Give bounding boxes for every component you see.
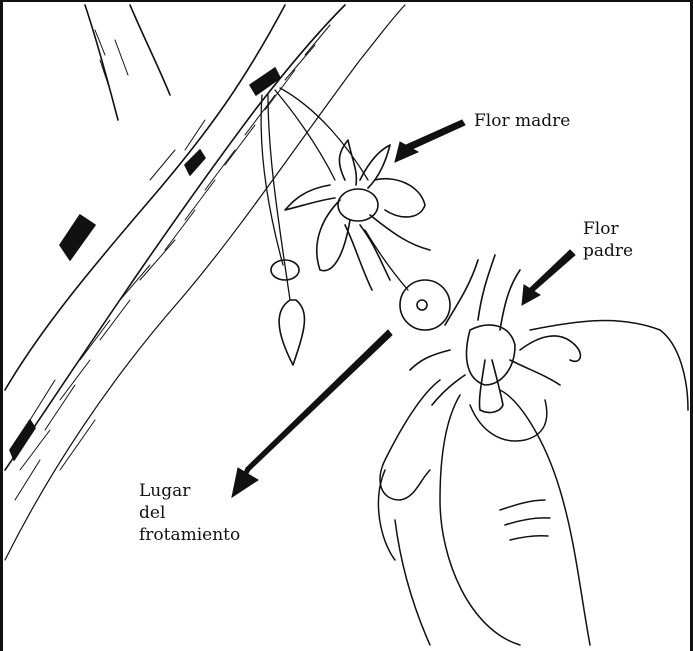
father-flower-line-1: Flor — [583, 218, 633, 240]
branch — [5, 5, 405, 560]
small-bud — [271, 260, 304, 365]
rubbing-place-marker — [400, 280, 450, 330]
flower-stalks — [261, 88, 408, 300]
father-flower-line-2: padre — [583, 240, 633, 262]
rubbing-place-line-3: frotamiento — [139, 524, 240, 546]
father-flower-drawing — [410, 255, 580, 412]
mother-flower-label: Flor madre — [474, 110, 570, 132]
mother-flower-text: Flor madre — [474, 110, 570, 132]
arrow-to-rubbing-place — [235, 330, 392, 495]
rubbing-place-line-1: Lugar — [139, 480, 240, 502]
rubbing-place-line-2: del — [139, 502, 240, 524]
rubbing-place-label: Lugar del frotamiento — [139, 480, 240, 546]
father-flower-label: Flor padre — [583, 218, 633, 262]
hand-drawing — [378, 321, 688, 645]
